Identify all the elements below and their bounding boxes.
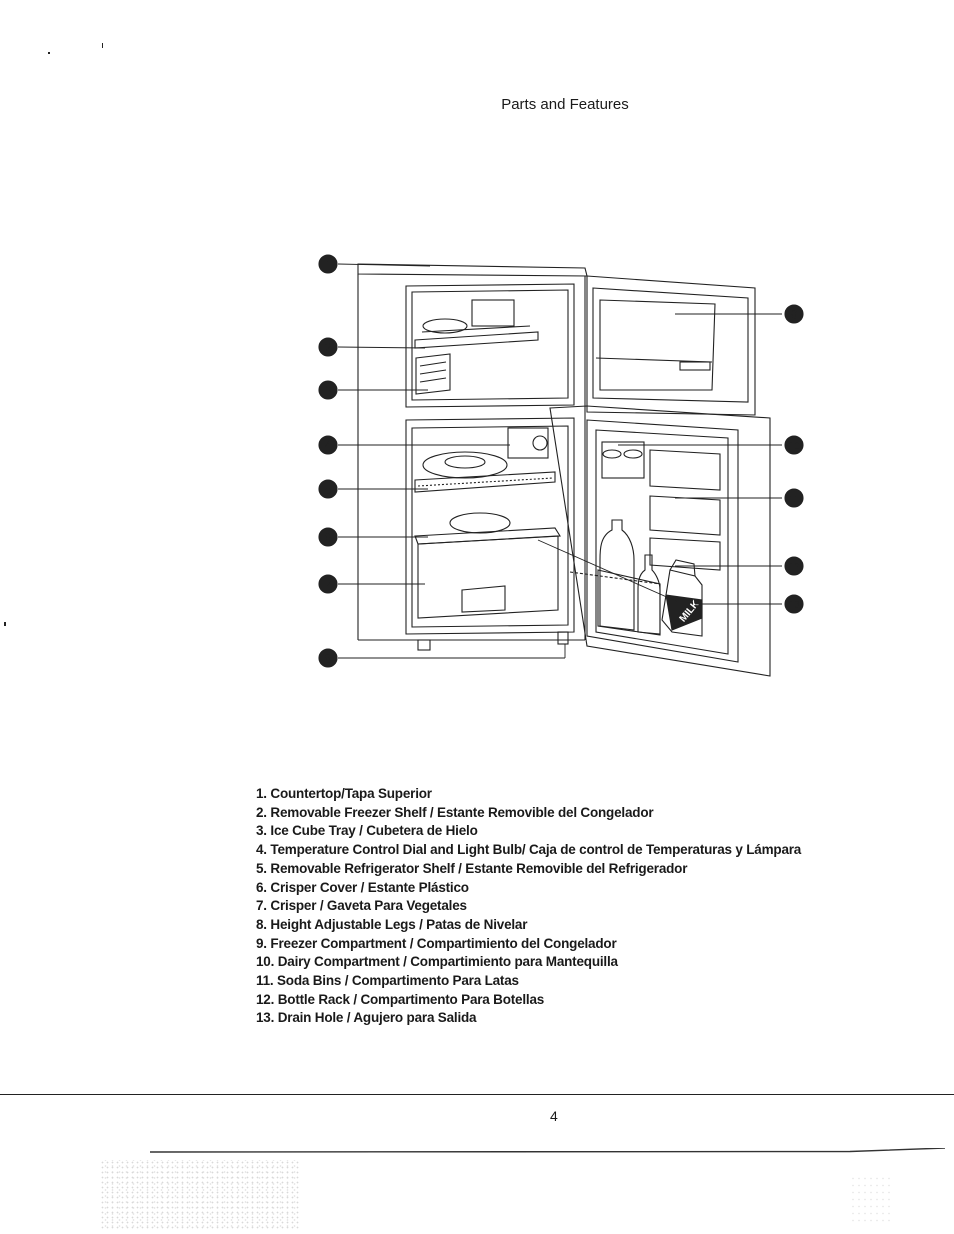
scan-artifact-line: [150, 1148, 945, 1153]
scan-noise: [850, 1175, 890, 1225]
callout-9: 9: [784, 304, 804, 324]
cabinet: [357, 263, 588, 651]
list-item: 12. Bottle Rack / Compartimento Para Bot…: [256, 991, 545, 1007]
list-item: 1. Countertop/Tapa Superior: [256, 786, 432, 801]
list-item: 8. Height Adjustable Legs / Patas de Niv…: [256, 916, 528, 932]
list-item: 3. Ice Cube Tray / Cubetera de Hielo: [256, 823, 478, 839]
refrigerator-door: MILK: [549, 405, 771, 677]
list-item: 2. Removable Freezer Shelf / Estante Rem…: [256, 804, 654, 820]
callout-12: 12: [784, 556, 804, 576]
svg-text:1: 1: [324, 257, 331, 272]
svg-text:5: 5: [324, 482, 331, 497]
callout-4: 4: [318, 435, 338, 455]
list-item: 5. Removable Refrigerator Shelf / Estant…: [256, 860, 688, 876]
callout-13: 13: [784, 594, 804, 614]
scan-speck: [102, 43, 103, 48]
callout-7: 7: [318, 574, 338, 594]
callout-2: 2: [318, 337, 338, 357]
callout-5: 5: [318, 479, 338, 499]
freezer-door: [586, 275, 756, 416]
svg-text:12: 12: [788, 562, 800, 573]
list-item: 4. Temperature Control Dial and Light Bu…: [256, 842, 802, 858]
svg-text:9: 9: [790, 307, 797, 322]
leader-lines: [337, 263, 782, 659]
svg-text:13: 13: [788, 600, 800, 611]
callout-numbers: 1 2 3 4 5 6 7 8 9 10 11 12 13: [318, 254, 804, 668]
parts-list: 1. Countertop/Tapa Superior 2. Removable…: [256, 785, 801, 1028]
list-item: 11. Soda Bins / Compartimento Para Latas: [256, 973, 519, 989]
scan-speck: [48, 52, 50, 54]
svg-text:10: 10: [788, 441, 800, 452]
scan-speck: [4, 622, 6, 626]
svg-text:6: 6: [324, 530, 331, 545]
callout-3: 3: [318, 380, 338, 400]
svg-text:11: 11: [789, 494, 800, 505]
list-item: 13. Drain Hole / Agujero para Salida: [256, 1010, 477, 1026]
callout-6: 6: [318, 527, 338, 547]
callout-1: 1: [318, 254, 338, 274]
footer-rule: [0, 1094, 954, 1095]
list-item: 6. Crisper Cover / Estante Plástico: [256, 879, 469, 895]
callout-8: 8: [318, 648, 338, 668]
refrigerator-diagram: MILK 1 2 3 4 5 6 7 8 9 10 11 12 13: [318, 254, 804, 677]
scan-noise: [100, 1160, 300, 1230]
callout-10: 10: [784, 435, 804, 455]
svg-text:3: 3: [324, 383, 331, 398]
list-item: 10. Dairy Compartment / Compartimiento p…: [256, 954, 618, 970]
list-item: 9. Freezer Compartment / Compartimiento …: [256, 935, 617, 951]
svg-text:8: 8: [324, 651, 331, 666]
page-number: 4: [550, 1108, 558, 1124]
svg-text:2: 2: [324, 340, 331, 355]
callout-11: 11: [784, 488, 804, 508]
list-item: 7. Crisper / Gaveta Para Vegetales: [256, 898, 467, 914]
svg-text:4: 4: [324, 438, 331, 453]
page-title: Parts and Features: [501, 96, 629, 113]
svg-text:7: 7: [324, 577, 331, 592]
